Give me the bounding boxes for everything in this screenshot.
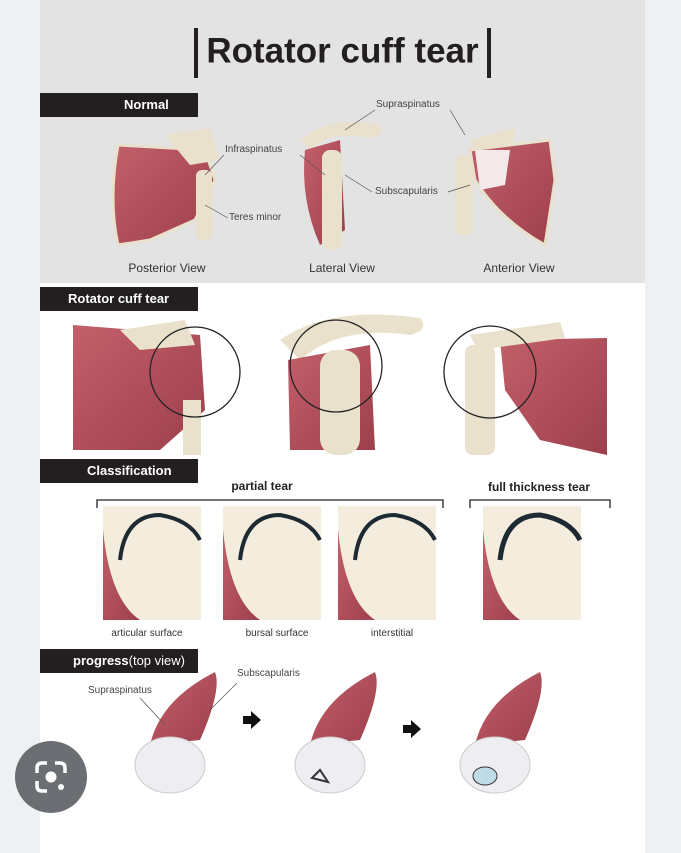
anterior-view-caption: Anterior View xyxy=(483,261,555,275)
tear-lateral-illustration xyxy=(280,314,424,455)
progress-label: progress xyxy=(73,653,129,668)
section-label-classification: Classification xyxy=(40,459,198,483)
label-progress-subscapularis: Subscapularis xyxy=(237,668,300,679)
cross-section-illustrations xyxy=(103,506,583,620)
tear-posterior-illustration xyxy=(73,320,241,455)
arrow-right-icon xyxy=(243,711,261,729)
caption-interstitial: interstitial xyxy=(370,628,414,639)
leader-lines xyxy=(204,109,471,219)
section-label-normal: Normal xyxy=(40,93,198,117)
google-lens-icon xyxy=(35,761,67,793)
title-text: Rotator cuff tear xyxy=(206,31,479,71)
progress-label-suffix: (top view) xyxy=(128,653,185,668)
posterior-view-illustration xyxy=(111,128,220,247)
label-progress-supraspinatus: Supraspinatus xyxy=(88,685,152,696)
label-teres-minor: Teres minor xyxy=(229,212,282,223)
lateral-view-caption: Lateral View xyxy=(309,261,375,275)
progress-illustrations xyxy=(134,672,542,794)
section-label-rotator-cuff-tear: Rotator cuff tear xyxy=(40,287,198,311)
anterior-view-illustration xyxy=(455,128,557,248)
lateral-view-illustration xyxy=(300,122,382,250)
section-label-progress: progress(top view) xyxy=(40,649,198,673)
label-supraspinatus: Supraspinatus xyxy=(376,99,440,110)
label-infraspinatus: Infraspinatus xyxy=(225,144,283,155)
posterior-view-caption: Posterior View xyxy=(128,261,206,275)
full-thickness-tear-heading: full thickness tear xyxy=(487,480,591,494)
google-lens-button[interactable] xyxy=(15,741,87,813)
arrow-right-icon xyxy=(403,720,421,738)
partial-tear-heading: partial tear xyxy=(231,479,293,493)
caption-articular-surface: articular surface xyxy=(111,628,183,639)
tear-anterior-illustration xyxy=(443,322,607,455)
label-subscapularis: Subscapularis xyxy=(375,186,438,197)
group-brackets xyxy=(96,499,611,508)
page-title: Rotator cuff tear xyxy=(40,28,645,78)
caption-bursal-surface: bursal surface xyxy=(245,628,309,639)
